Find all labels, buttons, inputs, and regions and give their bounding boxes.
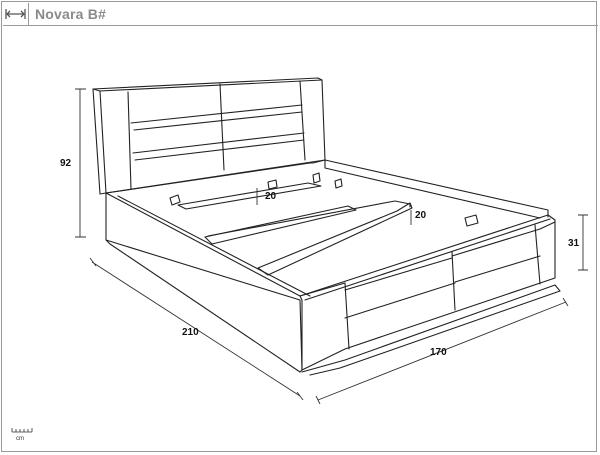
fitting-right-a <box>312 172 321 184</box>
frame-front-corner <box>299 295 303 371</box>
header: Novara B# <box>2 2 598 28</box>
product-title: Novara B# <box>35 6 107 22</box>
bed-outline <box>92 77 561 376</box>
header-divider <box>28 25 598 26</box>
fitting-far-right <box>464 214 479 227</box>
slat-front <box>257 202 413 276</box>
frame-right-far <box>324 159 541 219</box>
headboard <box>92 77 326 195</box>
scale-unit-label: cm <box>16 436 24 442</box>
height-dim-line <box>75 88 86 238</box>
frame-right-front <box>299 214 556 371</box>
length-dim-line <box>89 257 304 401</box>
leg-height-label: 31 <box>568 238 580 249</box>
frame-front-panel-seam <box>344 224 541 350</box>
frame-plinth <box>301 284 561 376</box>
fitting-mid <box>267 179 278 190</box>
frame-front-cushion <box>344 221 556 291</box>
headboard-top-edge <box>99 79 323 92</box>
header-icon-box <box>3 3 29 26</box>
frame-right-front-top <box>304 218 551 301</box>
dimension-lines <box>75 88 588 405</box>
slat-middle-2 <box>177 182 322 210</box>
scale-ruler-icon <box>11 428 33 433</box>
fitting-right-b <box>334 178 343 189</box>
frame-left-inner <box>117 195 311 297</box>
headboard-side <box>92 88 107 194</box>
slat-middle <box>204 205 357 245</box>
fitting-left <box>169 194 181 206</box>
center-beam <box>207 200 411 237</box>
bed-width-icon <box>5 9 26 19</box>
headboard-panel-grid <box>127 80 306 190</box>
frame-left-side <box>105 192 303 373</box>
length-label: 210 <box>182 327 199 338</box>
leg-height-dim-line <box>578 214 588 271</box>
height-label: 92 <box>60 158 72 169</box>
width-dim-line <box>315 297 569 405</box>
slat-gap-left-label: 20 <box>265 191 277 202</box>
width-label: 170 <box>430 347 447 358</box>
frame-far-wall <box>105 159 549 218</box>
slat-gap-right-label: 20 <box>415 210 427 221</box>
frame-front-panel-line <box>344 255 541 319</box>
